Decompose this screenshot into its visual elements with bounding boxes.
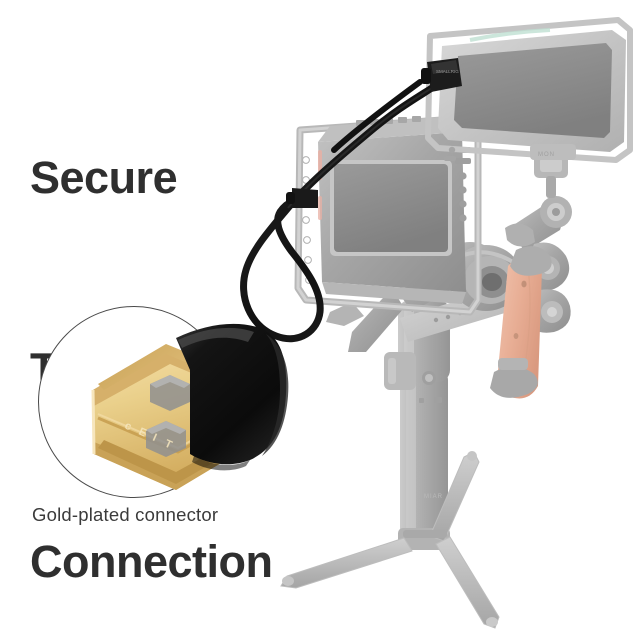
svg-text:c: c bbox=[123, 420, 133, 433]
svg-text:E: E bbox=[137, 426, 149, 440]
headline-line-1: Secure bbox=[30, 152, 178, 203]
inset-artwork-clip: c E I T bbox=[38, 306, 289, 498]
headline-line-3: Connection bbox=[30, 536, 273, 587]
svg-text:I: I bbox=[151, 432, 159, 444]
connector-housing bbox=[176, 323, 289, 471]
svg-text:T: T bbox=[163, 438, 174, 452]
inset-caption: Gold-plated connector bbox=[32, 504, 219, 525]
connector-detail-inset: c E I T bbox=[38, 306, 289, 498]
